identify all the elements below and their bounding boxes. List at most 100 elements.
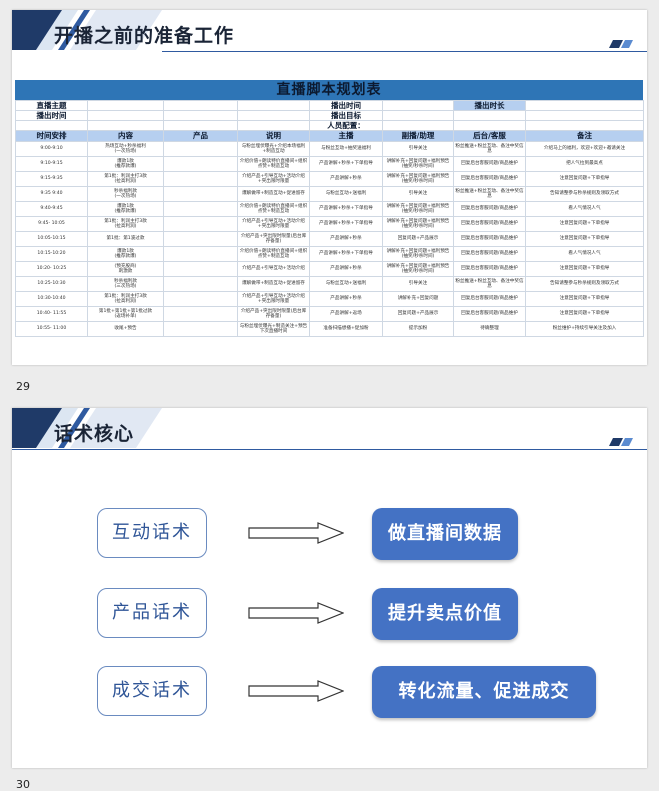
table-cell: 秒杀福利款 (三次热场) [87,276,164,292]
info-cell: 播出时间 [309,100,383,111]
table-cell: 产品讲解+秒杀+下单指导 [309,216,383,232]
table-cell: 热场互动+秒杀福利 (一次热场) [87,141,164,157]
table-cell: 把人气拉到最高点 [525,156,644,172]
product-script-box: 产品话术 [97,588,207,638]
table-cell: 9:00-9:10 [15,141,88,157]
page-number: 29 [16,380,30,393]
table-cell: 爆解做带+制造互动+促进留存 [237,186,310,202]
table-cell: 注意回复问题+下单指导 [525,231,644,247]
table-cell: 产品讲解+秒杀 [309,231,383,247]
table-cell: 产品讲解+秒杀 [309,261,383,277]
table-title: 直播脚本规划表 [15,80,643,100]
table-cell: 看人气情况人气 [525,201,644,217]
table-cell: 介绍产品+引导互动+活动介绍+突出限时限量 [237,216,310,232]
info-cell [87,110,164,121]
header-stripes-icon [12,10,162,50]
info-cell [382,100,454,111]
table-cell: 产品讲解+秒杀+下单指导 [309,246,383,262]
table-cell [163,156,238,172]
table-cell: 注意回复问题+下单指导 [525,261,644,277]
table-cell: 回复后台客服问题/商品维护 [453,216,526,232]
table-cell: 注意回复问题+下单指导 [525,291,644,307]
table-cell: 第1批+第1批+第1批过款 (返场补单) [87,306,164,322]
table-cell [163,141,238,157]
table-cell: 产品讲解+秒杀 [309,171,383,187]
header-underline [12,449,647,450]
info-cell: 播出时间 [15,110,88,121]
table-cell: 与粉丝埋伏曝光+制造关注+预告下次直播时间 [237,321,310,337]
info-cell [453,120,526,131]
column-header: 副播/助理 [382,130,454,142]
header-underline [162,51,647,52]
info-cell [237,120,310,131]
right-arrow-icon [248,602,344,624]
info-cell: 播出时长 [453,100,526,111]
table-cell [163,306,238,322]
table-cell: 收尾+预告 [87,321,164,337]
table-cell: 讲解补充+回复问题+福利预告(抽奖/秒杀时间) [382,216,454,232]
table-cell: 回复问题+产品展示 [382,231,454,247]
table-cell: 回复后台客服问题/商品维护 [453,261,526,277]
table-cell: 10:20- 10:25 [15,261,88,277]
table-cell: 9:10-9:15 [15,156,88,172]
table-cell [163,276,238,292]
table-cell: 回复后台客服问题/商品维护 [453,231,526,247]
table-row: 10:20- 10:25(预充股商) 刺激款介绍产品+引导互动+活动介绍产品讲解… [15,261,644,277]
table-cell: 10:40- 11:55 [15,306,88,322]
column-header: 内容 [87,130,164,142]
table-cell: 与粉丝互动+抽奖送福利 [309,141,383,157]
info-cell [87,120,164,131]
slide-title: 开播之前的准备工作 [54,25,235,47]
table-cell: 介绍产品+突出限时限量(后台库存备量) [237,306,310,322]
column-header: 备注 [525,130,644,142]
info-row: 人员配置： [15,120,644,131]
table-cell: 9:35 9:40 [15,186,88,202]
page-number: 30 [16,778,30,791]
table-cell: 讲解补充+回复问题+福利预告(抽奖/秒杀时间) [382,201,454,217]
info-row: 直播主题播出时间播出时长 [15,100,644,111]
table-cell: 9:15-9:35 [15,171,88,187]
table-cell: 回复后台客服问题/商品维护 [453,306,526,322]
table-cell: 告知请整参与秒杀规则及领取方式 [525,186,644,202]
conversion-box: 转化流量、促进成交 [372,666,596,718]
info-cell [163,100,238,111]
info-cell [163,110,238,121]
table-cell: 产品讲解+返场 [309,306,383,322]
table-cell: 注意回复问题+下单指导 [525,171,644,187]
table-cell: 与粉丝埋伏曝光+介绍本场福利+制造互动 [237,141,310,157]
column-header: 时间安排 [15,130,88,142]
table-cell: 介绍产品+突出限时限量(后台库存备量) [237,231,310,247]
table-cell: 10:55- 11:00 [15,321,88,337]
info-cell: 播出目标 [309,110,383,121]
table-cell: 引导关注 [382,186,454,202]
table-cell: 粉丝推送+粉丝互动、备注中奖信息 [453,276,526,292]
table-cell: 介绍价值+朗读特价直播间+组织点赞+制造互动 [237,201,310,217]
table-cell: 注意回复问题+下单指导 [525,306,644,322]
table-cell [163,186,238,202]
column-header: 主播 [309,130,383,142]
table-cell: 产品讲解+秒杀+下单指导 [309,201,383,217]
info-row: 播出时间 播出目标 [15,110,644,121]
info-cell [525,120,644,131]
right-arrow-icon [248,680,344,702]
table-cell: 10:30-10:40 [15,291,88,307]
table-cell: 讲解补充+回复问题 [382,291,454,307]
table-cell: 第1批：利润主打3款 (拉高利润) [87,216,164,232]
table-cell: 看人气情况人气 [525,246,644,262]
table-cell [163,171,238,187]
table-cell: 10:15-10:20 [15,246,88,262]
info-cell [525,100,644,111]
table-cell: 回复后台客服问题/商品维护 [453,156,526,172]
table-cell: 第1批：利润主打3款 (拉高利润) [87,171,164,187]
table-cell: 介绍价值+朗读特价直播间+组织点赞+制造互动 [237,156,310,172]
live-data-box: 做直播间数据 [372,508,518,560]
table-cell: 10:05-10:15 [15,231,88,247]
table-cell: 与粉丝互动+送福利 [309,276,383,292]
table-cell [163,231,238,247]
table-cell: 10:25-10:30 [15,276,88,292]
